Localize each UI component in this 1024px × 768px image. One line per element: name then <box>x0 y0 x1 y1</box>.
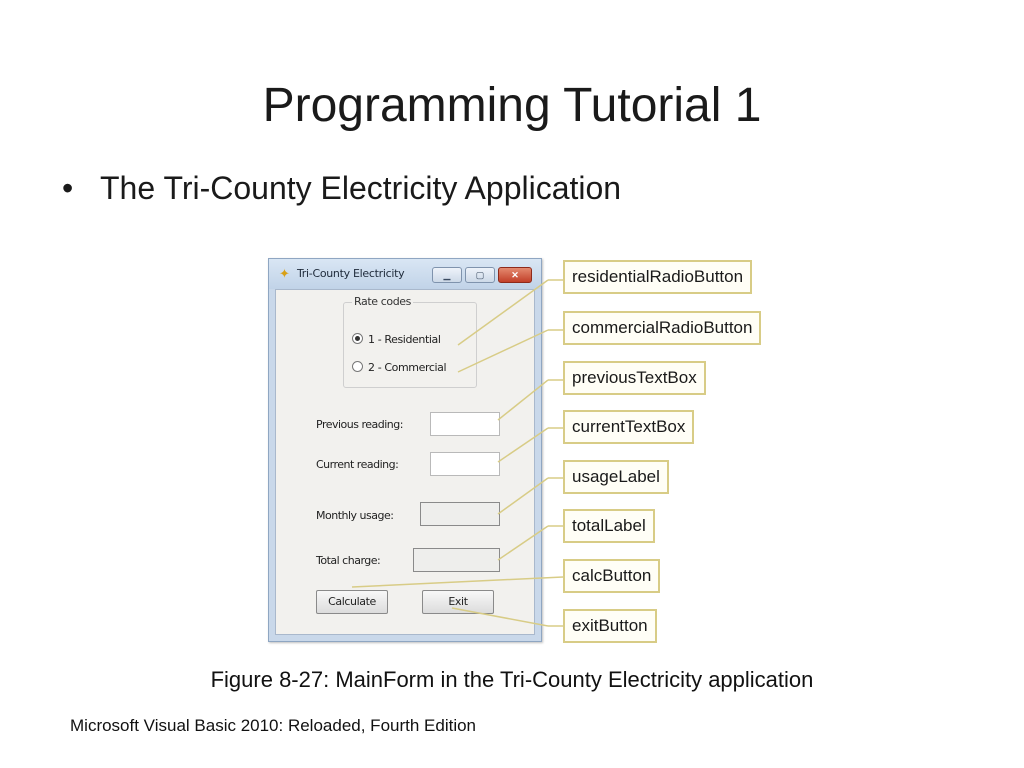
callout-total-label: totalLabel <box>563 509 655 543</box>
callout-calc-button: calcButton <box>563 559 661 593</box>
total-charge-label: Total charge: <box>316 554 381 567</box>
residential-radio-label: 1 - Residential <box>368 333 441 346</box>
callout-residential-radio-button: residentialRadioButton <box>563 260 753 294</box>
commercial-radio-label: 2 - Commercial <box>368 361 447 374</box>
form-client-area: Rate codes 1 - Residential 2 - Commercia… <box>275 289 535 635</box>
radio-unchecked-icon <box>352 361 363 372</box>
slide-footer: Microsoft Visual Basic 2010: Reloaded, F… <box>70 716 477 735</box>
radio-checked-icon <box>352 333 363 344</box>
slide-title: Programming Tutorial 1 <box>262 79 762 132</box>
previous-textbox[interactable] <box>430 412 500 436</box>
callout-exit-button: exitButton <box>563 609 657 643</box>
close-button[interactable]: ✕ <box>498 267 532 283</box>
callout-previous-textbox: previousTextBox <box>563 361 706 395</box>
bullet-item: • The Tri-County Electricity Application <box>62 170 621 207</box>
calculate-button[interactable]: Calculate <box>316 590 388 614</box>
window-title: Tri-County Electricity <box>297 267 405 280</box>
previous-reading-label: Previous reading: <box>316 418 403 431</box>
form-window: ✦ Tri-County Electricity ▁ ▢ ✕ Rate code… <box>268 258 542 642</box>
window-titlebar[interactable]: ✦ Tri-County Electricity ▁ ▢ ✕ <box>269 259 541 289</box>
exit-button[interactable]: Exit <box>422 590 494 614</box>
residential-radio-button[interactable]: 1 - Residential <box>352 333 441 347</box>
minimize-icon: ▁ <box>443 270 451 280</box>
maximize-icon: ▢ <box>475 270 485 280</box>
bullet-text: The Tri-County Electricity Application <box>100 170 622 206</box>
groupbox-label: Rate codes <box>352 295 413 308</box>
total-label-box <box>413 548 500 572</box>
commercial-radio-button[interactable]: 2 - Commercial <box>352 361 447 375</box>
current-reading-label: Current reading: <box>316 458 399 471</box>
callout-current-textbox: currentTextBox <box>563 410 695 444</box>
rate-codes-groupbox: Rate codes 1 - Residential 2 - Commercia… <box>343 295 477 388</box>
figure-caption: Figure 8-27: MainForm in the Tri-County … <box>210 667 814 692</box>
bullet-dot: • <box>62 170 74 206</box>
callout-commercial-radio-button: commercialRadioButton <box>563 311 762 345</box>
close-icon: ✕ <box>511 270 519 280</box>
monthly-usage-label: Monthly usage: <box>316 509 394 522</box>
usage-label-box <box>420 502 500 526</box>
callout-usage-label: usageLabel <box>563 460 669 494</box>
minimize-button[interactable]: ▁ <box>432 267 462 283</box>
maximize-button[interactable]: ▢ <box>465 267 495 283</box>
current-textbox[interactable] <box>430 452 500 476</box>
app-icon: ✦ <box>279 266 290 281</box>
